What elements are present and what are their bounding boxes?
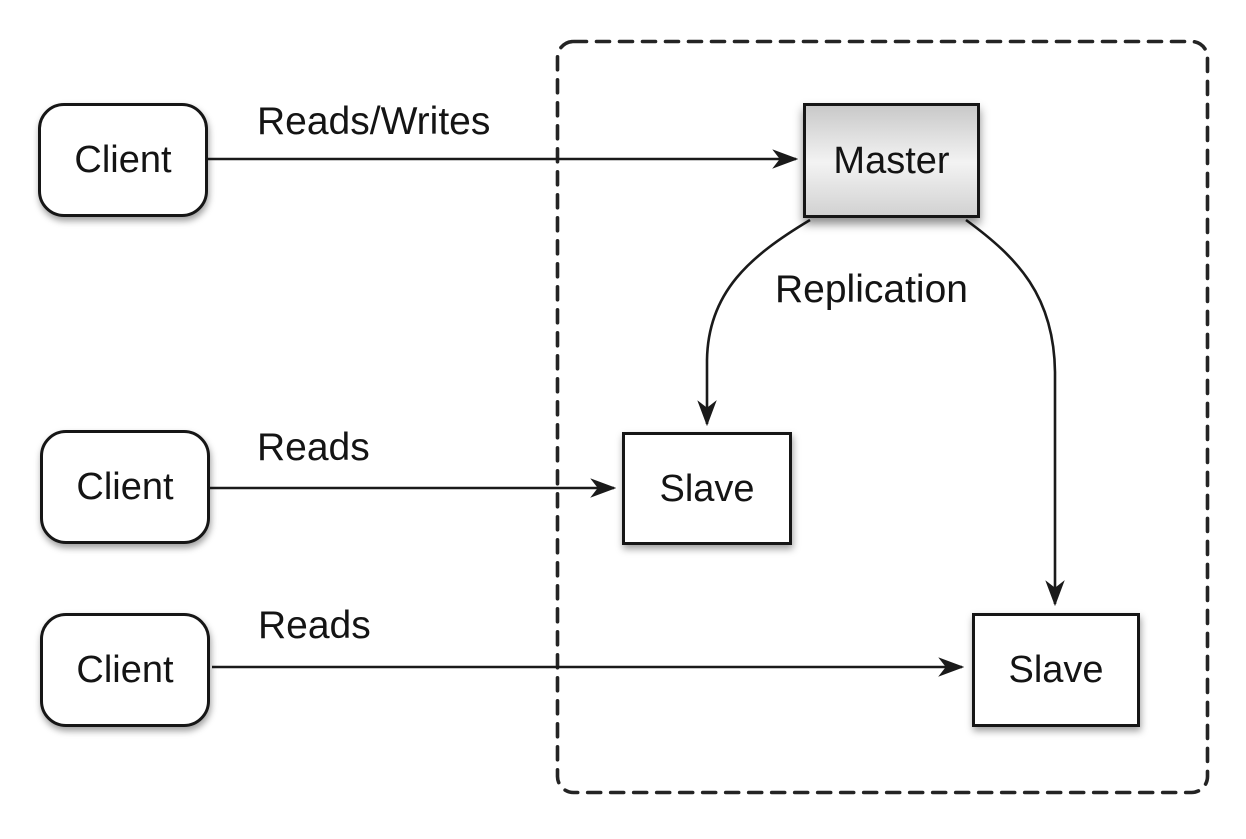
edge-label-reads-writes: Reads/Writes (257, 100, 491, 143)
replication-group-dashed-border (555, 39, 1210, 795)
edge-label-reads-middle: Reads (257, 426, 370, 469)
node-slave-1-label: Slave (659, 467, 755, 510)
node-client-1-label: Client (74, 139, 172, 181)
node-client-2: Client (40, 430, 210, 544)
edge-master-to-slave2-arrow (965, 218, 1065, 607)
node-slave-1: Slave (622, 432, 792, 545)
edge-master-to-slave1-arrow (697, 218, 811, 427)
edge-label-replication: Replication (775, 268, 968, 311)
node-master: Master (803, 103, 980, 218)
node-master-label: Master (833, 139, 950, 182)
node-client-1: Client (38, 103, 208, 217)
node-slave-2: Slave (972, 613, 1140, 727)
node-client-3-label: Client (76, 649, 174, 691)
node-client-3: Client (40, 613, 210, 727)
node-client-2-label: Client (76, 466, 174, 508)
edge-label-reads-bottom: Reads (258, 604, 371, 647)
node-slave-2-label: Slave (1008, 649, 1104, 691)
